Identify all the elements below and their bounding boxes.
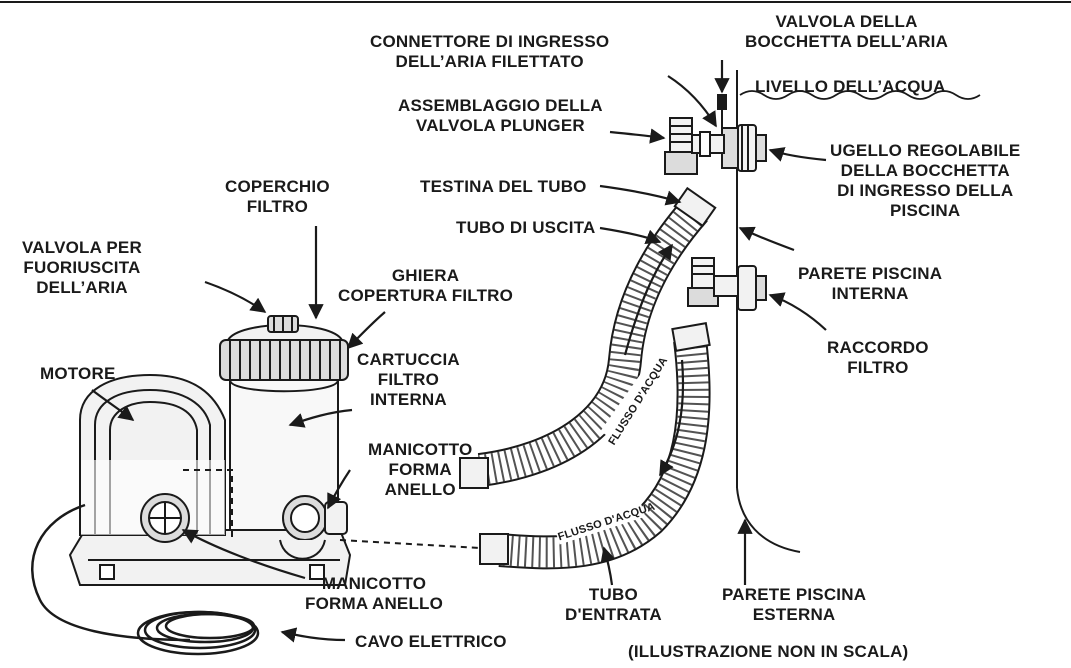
- arrow-tubo-entrata: [600, 546, 616, 586]
- label-tubo-uscita: TUBO DI USCITA: [456, 218, 596, 237]
- arrow-raccordo: [768, 292, 827, 331]
- label-parete-interna: PARETE PISCINA INTERNA: [798, 264, 943, 303]
- dashed-line-lower: [339, 539, 481, 549]
- label-manicotto-2: MANICOTTO FORMA ANELLO: [305, 574, 444, 613]
- label-cavo-elettrico: CAVO ELETTRICO: [355, 632, 507, 651]
- flow-arrow-inlet: [659, 359, 685, 477]
- arrow-cartuccia: [288, 408, 353, 428]
- arrow-manicotto-1: [327, 469, 351, 510]
- filter-canister: [219, 315, 349, 531]
- label-raccordo-filtro: RACCORDO FILTRO: [827, 338, 929, 377]
- label-ugello-regolabile: UGELLO REGOLABILE DELLA BOCCHETTA DI ING…: [830, 141, 1021, 220]
- label-assemblaggio-plunger: ASSEMBLAGGIO DELLA VALVOLA PLUNGER: [398, 96, 603, 135]
- water-level-wave: [739, 90, 981, 100]
- flow-label-bg-1: [600, 365, 660, 441]
- lower-wall-fitting: [687, 257, 767, 311]
- label-valvola-bocchetta-aria: VALVOLA DELLA BOCCHETTA DELL’ARIA: [745, 12, 949, 51]
- label-non-in-scala: (ILLUSTRAZIONE NON IN SCALA): [628, 642, 909, 661]
- label-motore: MOTORE: [40, 364, 116, 383]
- label-tubo-entrata: TUBO D'ENTRATA: [565, 585, 662, 624]
- leader-arrows: [91, 60, 827, 643]
- inlet-nozzle-fitting: [717, 94, 767, 172]
- arrow-manicotto-2: [181, 529, 306, 580]
- label-parete-esterna: PARETE PISCINA ESTERNA: [722, 585, 867, 624]
- arrow-cavo: [280, 627, 346, 643]
- label-livello-acqua: LIVELLO DELL’ACQUA: [755, 77, 946, 96]
- plunger-valve-upper: [664, 117, 725, 175]
- label-cartuccia-filtro: CARTUCCIA FILTRO INTERNA: [357, 350, 460, 409]
- outer-wall-curve: [736, 487, 801, 553]
- dashed-line-upper: [183, 469, 233, 540]
- arrow-parete-interna: [738, 226, 795, 252]
- arrow-ghiera: [346, 311, 386, 350]
- label-coperchio-filtro: COPERCHIO FILTRO: [225, 177, 330, 216]
- label-testina-tubo: TESTINA DEL TUBO: [420, 177, 587, 196]
- power-cord: [31, 503, 260, 656]
- flow-label-bg-2: [554, 501, 646, 545]
- inlet-hose: [479, 322, 711, 570]
- label-connettore-ingresso-aria: CONNETTORE DI INGRESSO DELL’ARIA FILETTA…: [370, 32, 610, 71]
- arrow-motore: [91, 389, 135, 421]
- label-valvola-fuoriuscita: VALVOLA PER FUORIUSCITA DELL’ARIA: [22, 238, 142, 297]
- arrow-valvola-aria: [204, 280, 267, 313]
- flow-arrow-outlet: [623, 243, 673, 356]
- arrow-tubo-uscita: [599, 226, 662, 245]
- arrow-ugello: [768, 147, 827, 162]
- arrow-plunger: [609, 128, 666, 144]
- label-manicotto-1: MANICOTTO FORMA ANELLO: [368, 440, 473, 499]
- arrow-connettore: [667, 75, 717, 128]
- arrow-testina: [599, 184, 682, 206]
- label-ghiera-copertura: GHIERA COPERTURA FILTRO: [338, 266, 514, 305]
